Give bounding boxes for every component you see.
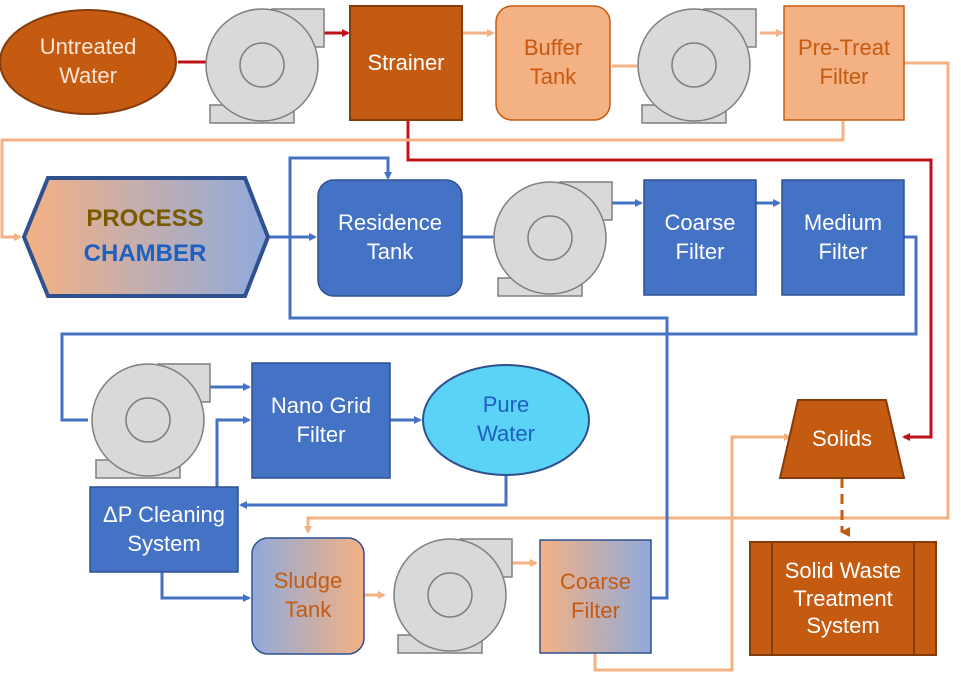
centrifugal-pump-icon bbox=[393, 538, 513, 654]
pre-treat-filter-node bbox=[783, 5, 905, 121]
residence-tank-node bbox=[317, 179, 463, 297]
blue-flow-lines bbox=[60, 156, 918, 602]
centrifugal-pump-icon bbox=[205, 8, 325, 124]
pure-water-node bbox=[422, 364, 590, 476]
strainer-node bbox=[349, 5, 463, 121]
untreated-water-node bbox=[0, 9, 177, 115]
centrifugal-pump-icon bbox=[637, 8, 757, 124]
coarse-filter-bottom-node bbox=[539, 539, 652, 654]
nano-grid-filter-node bbox=[251, 362, 391, 479]
sludge-tank-node bbox=[251, 537, 365, 655]
coarse-filter-top-node bbox=[643, 179, 757, 296]
solid-waste-treatment-node bbox=[749, 541, 937, 656]
centrifugal-pump-icon bbox=[493, 181, 613, 297]
medium-filter-node bbox=[781, 179, 905, 296]
centrifugal-pump-icon bbox=[91, 363, 211, 479]
solids-node bbox=[778, 399, 906, 479]
orange-flow-lines bbox=[0, 29, 950, 672]
process-chamber-node bbox=[21, 176, 271, 298]
dp-cleaning-system-node bbox=[89, 486, 239, 573]
buffer-tank-node bbox=[495, 5, 611, 121]
